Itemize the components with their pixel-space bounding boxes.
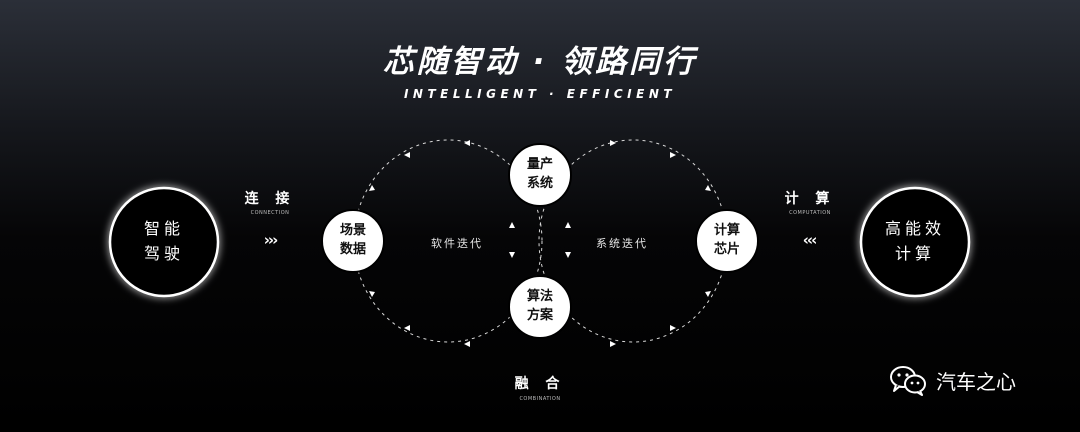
left-circle-line2: 驾驶 — [143, 244, 184, 263]
left-loop-path — [353, 139, 543, 343]
left-big-circle — [108, 186, 220, 298]
node-text-line: 量产 — [526, 157, 553, 173]
left-circle-text: 智能 驾驶 — [109, 187, 219, 297]
node-text-line: 芯片 — [713, 242, 740, 257]
right-circle-text: 高能效 计算 — [860, 187, 970, 297]
node-mass-production — [508, 143, 572, 207]
right-loop-arrows — [565, 140, 711, 347]
computation-title: 计 算 — [784, 191, 836, 207]
left-chevrons-icon: ‹‹‹ — [802, 231, 818, 249]
computation-subtitle: COMPUTATION — [789, 210, 831, 216]
combination-subtitle: COMBINATION — [519, 396, 561, 402]
connection-title: 连 接 — [244, 191, 296, 207]
node-text-line: 系统 — [526, 176, 553, 191]
node-algorithm-label: 算法方案 — [510, 277, 570, 337]
node-algorithm — [508, 275, 572, 339]
left-circle-line1: 智能 — [143, 219, 184, 239]
node-scene-data-label: 场景数据 — [323, 211, 383, 271]
brand-name: 汽车之心 — [936, 369, 1016, 394]
connection-subtitle: CONNECTION — [250, 210, 290, 216]
right-circle-line2: 计算 — [894, 244, 935, 263]
node-compute-chip — [695, 209, 759, 273]
node-text-line: 方案 — [526, 308, 553, 323]
node-scene-data — [321, 209, 385, 273]
right-big-circle — [859, 186, 971, 298]
system-iteration-label: 系统迭代 — [596, 237, 648, 250]
brand-watermark: 汽车之心 — [888, 364, 1016, 396]
node-mass-production-label: 量产系统 — [510, 145, 570, 205]
node-text-line: 算法 — [526, 289, 553, 305]
combination-title: 融 合 — [514, 376, 566, 392]
node-text-line: 计算 — [713, 223, 740, 239]
node-compute-chip-label: 计算芯片 — [697, 211, 757, 271]
wechat-icon — [890, 366, 926, 396]
node-text-line: 数据 — [339, 242, 366, 257]
node-text-line: 场景 — [339, 223, 366, 239]
right-chevrons-icon: ››› — [263, 231, 279, 249]
left-loop-arrows — [369, 140, 515, 347]
right-circle-line1: 高能效 — [884, 219, 945, 239]
page-title: 芯随智动 · 领路同行 — [382, 44, 698, 80]
software-iteration-label: 软件迭代 — [431, 237, 483, 250]
page-subtitle: INTELLIGENT · EFFICIENT — [403, 87, 677, 101]
